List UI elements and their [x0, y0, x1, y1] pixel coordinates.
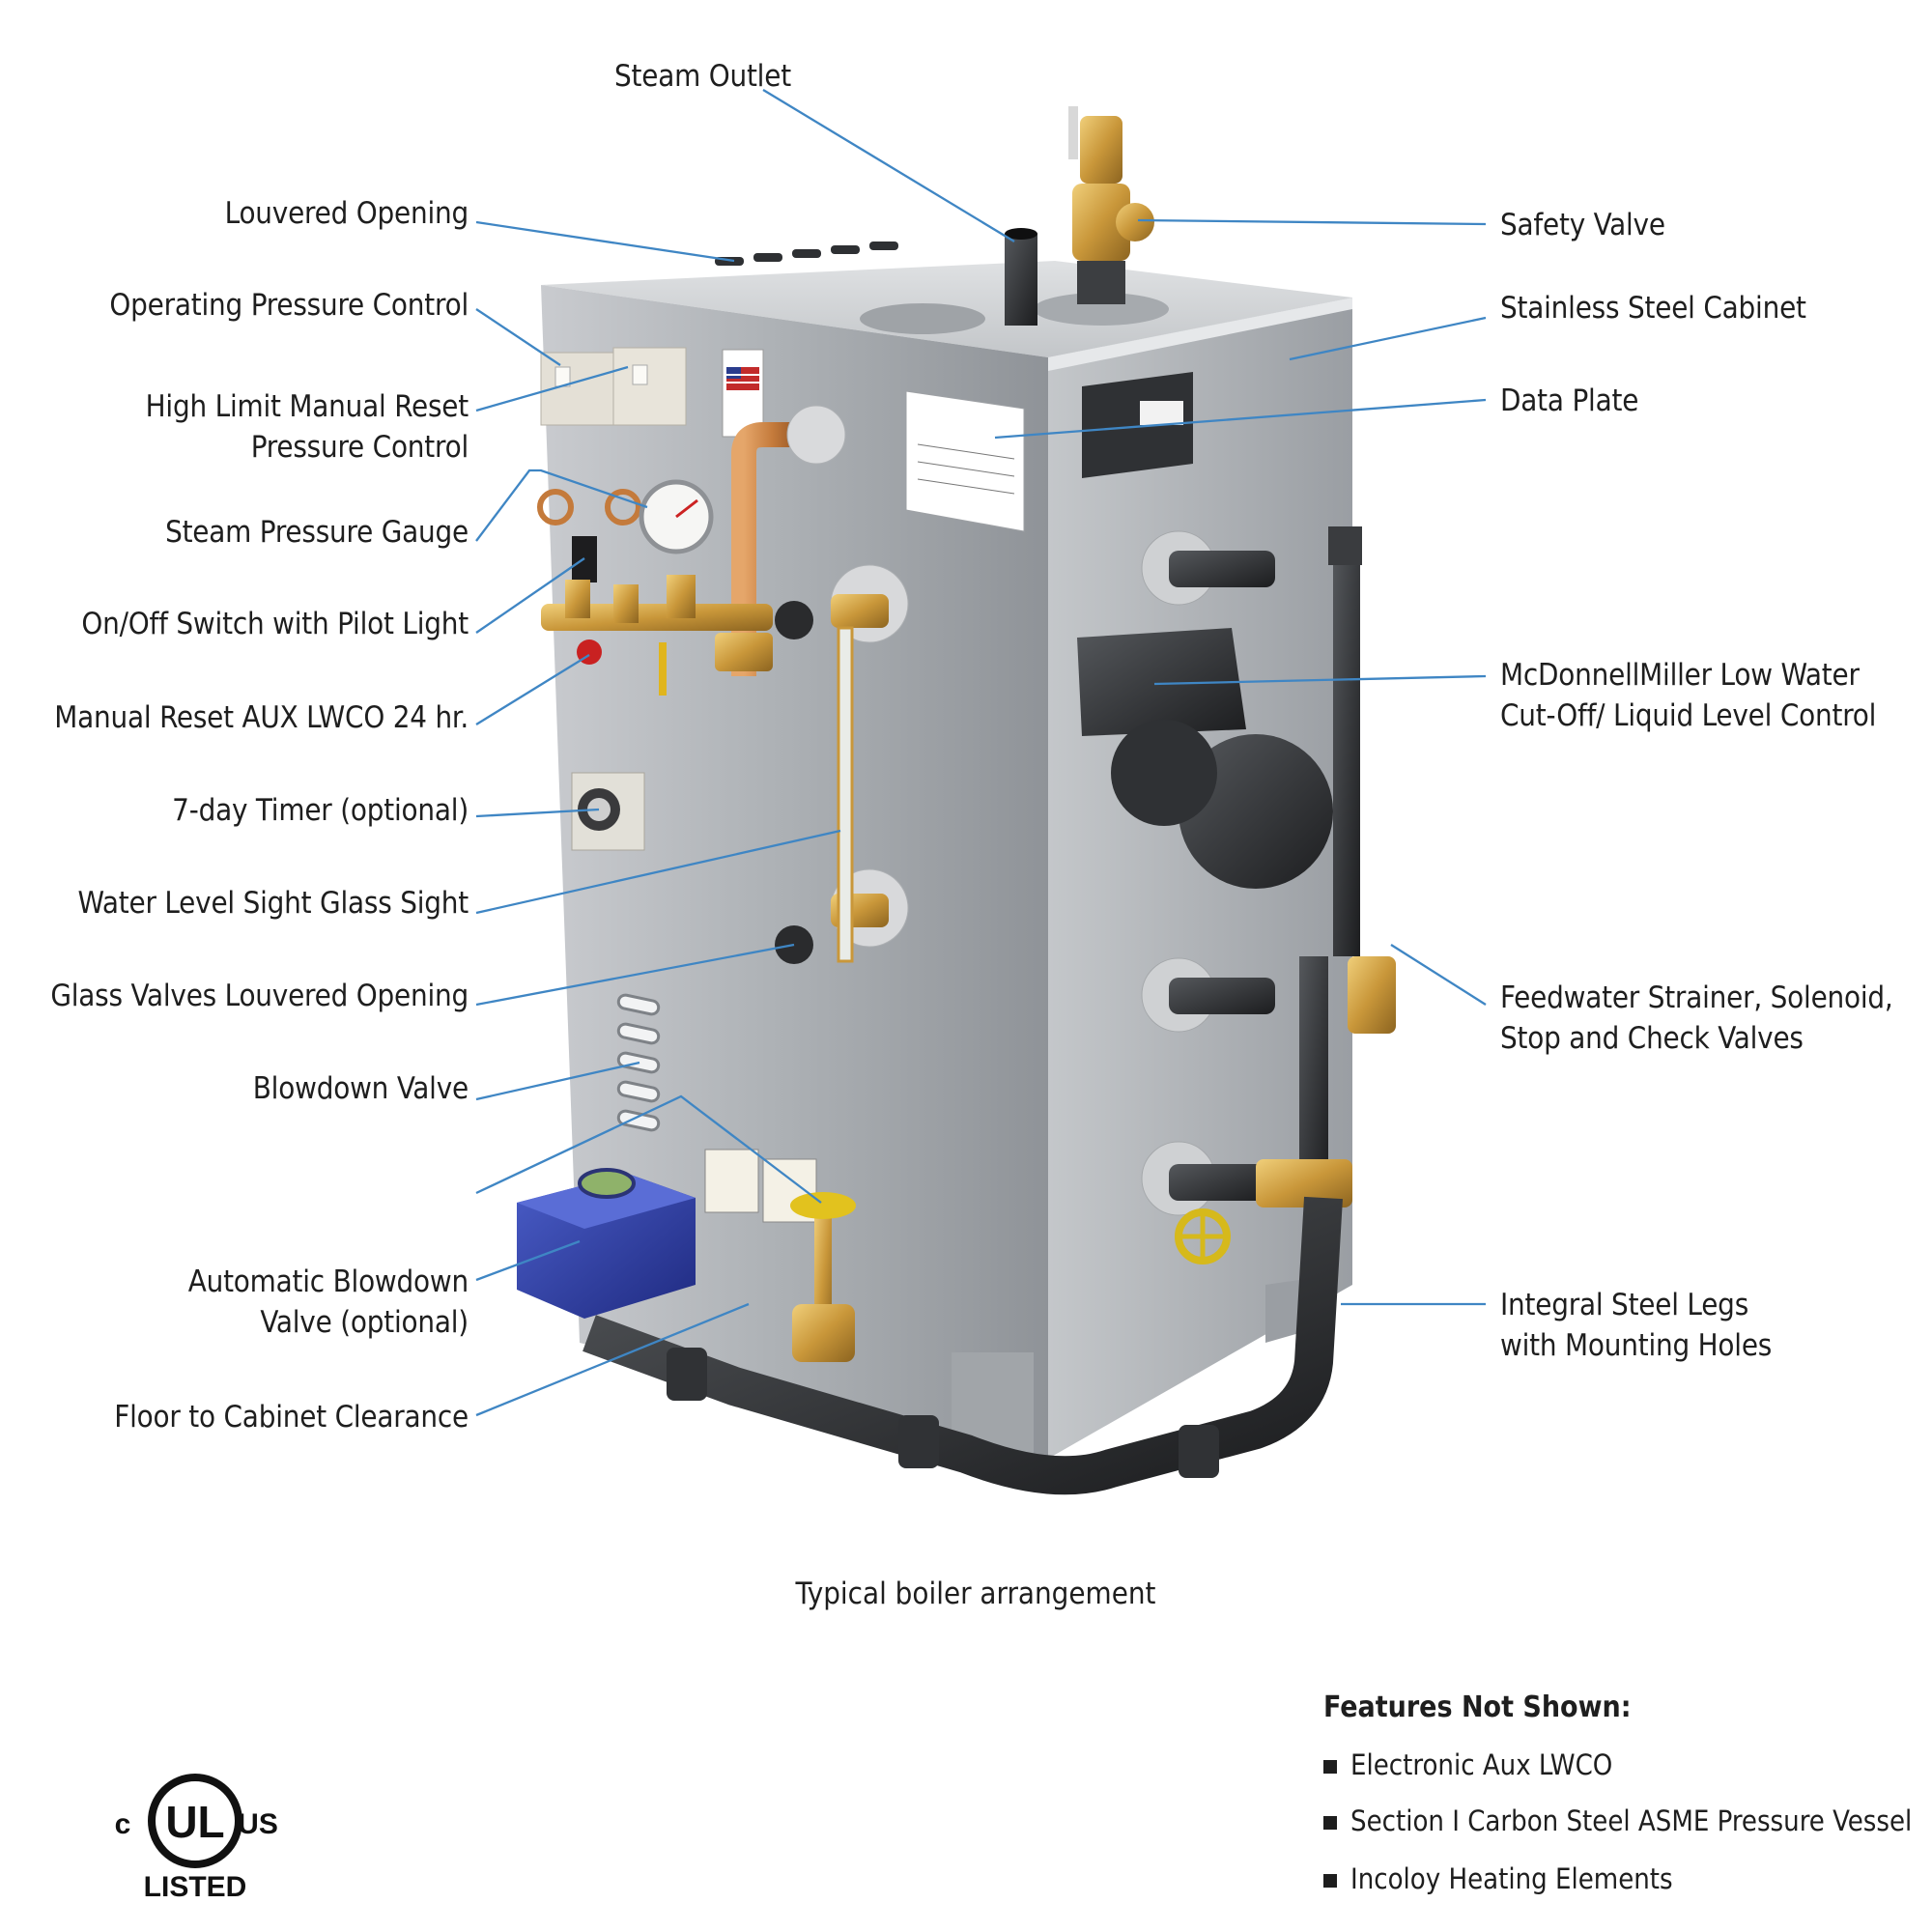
leader-safety-valve: [1137, 218, 1487, 226]
feature-item: Incoloy Heating Elements: [1323, 1862, 1673, 1895]
label-safety-valve: Safety Valve: [1500, 208, 1665, 242]
data-plate: [905, 390, 1025, 532]
bullet-square-icon: [1323, 1874, 1337, 1888]
leader-feedwater-strainer: [1390, 944, 1487, 1006]
bullet-square-icon: [1323, 1816, 1337, 1830]
leader-blowdown-valve: [475, 1061, 640, 1101]
feature-item: Section I Carbon Steel ASME Pressure Ves…: [1323, 1804, 1912, 1837]
label-blowdown-valve: Blowdown Valve: [252, 1071, 469, 1106]
label-operating-pressure-control: Operating Pressure Control: [109, 288, 469, 323]
front-louvers: [616, 993, 661, 1132]
leader-high-limit-control: [475, 365, 629, 412]
blowdown-piping: [582, 1196, 1343, 1495]
automatic-blowdown-actuator: [517, 1168, 696, 1319]
label-steam-pressure-gauge: Steam Pressure Gauge: [165, 515, 469, 550]
brass-manifold: [541, 575, 773, 671]
manual-blowdown-valve: [790, 1192, 856, 1362]
label-stainless-cabinet: Stainless Steel Cabinet: [1500, 291, 1806, 326]
ul-mark-letters: UL: [165, 1797, 224, 1847]
label-manual-reset-aux-lwco: Manual Reset AUX LWCO 24 hr.: [54, 700, 469, 735]
leader-automatic-blowdown-to-valve: [475, 1094, 822, 1204]
ul-listed-mark: UL c US LISTED: [115, 1774, 278, 1903]
leader-stainless-cabinet: [1289, 316, 1487, 361]
leader-mcdonnell-miller: [1153, 674, 1487, 686]
leader-water-level-sight-glass: [475, 829, 841, 915]
label-seven-day-timer: 7-day Timer (optional): [172, 793, 469, 828]
leader-operating-pressure-control: [475, 308, 561, 366]
label-data-plate: Data Plate: [1500, 384, 1639, 418]
label-onoff-switch: On/Off Switch with Pilot Light: [81, 607, 469, 641]
leader-floor-clearance: [475, 1302, 750, 1417]
feature-item: Electronic Aux LWCO: [1323, 1748, 1612, 1781]
ul-suffix: US: [238, 1808, 278, 1840]
pressure-controls: [540, 347, 687, 426]
label-louvered-opening-top: Louvered Opening: [224, 196, 469, 231]
leader-louvered-opening-top: [475, 220, 735, 263]
label-floor-clearance: Floor to Cabinet Clearance: [114, 1400, 469, 1435]
features-title: Features Not Shown:: [1323, 1690, 1632, 1724]
label-steam-outlet: Steam Outlet: [614, 59, 791, 94]
usa-flag-label: [722, 349, 764, 438]
steam-outlet-pipe: [1005, 234, 1037, 326]
ul-status: LISTED: [144, 1871, 247, 1903]
leader-onoff-switch: [475, 557, 585, 634]
leader-automatic-blowdown-valve: [475, 1239, 581, 1282]
side-connections: [1141, 530, 1275, 1216]
leader-steam-outlet: [762, 89, 1015, 242]
leader-data-plate: [994, 398, 1487, 440]
bullet-square-icon: [1323, 1760, 1337, 1774]
label-glass-valves-louvered: Glass Valves Louvered Opening: [50, 979, 469, 1013]
top-louvers: [715, 242, 898, 266]
label-feedwater-strainer: Feedwater Strainer, Solenoid,Stop and Ch…: [1500, 980, 1893, 1056]
ul-prefix: c: [115, 1808, 131, 1840]
steam-pressure-gauge: [639, 479, 714, 554]
diagram-caption: Typical boiler arrangement: [795, 1577, 1156, 1611]
safety-valve: [1068, 106, 1154, 304]
leader-seven-day-timer: [475, 808, 600, 818]
feedwater-assembly: [1175, 956, 1396, 1264]
low-water-cutoff: [1077, 526, 1362, 956]
leader-manual-reset-aux-lwco: [475, 654, 590, 725]
label-water-level-sight-glass: Water Level Sight Glass Sight: [77, 886, 469, 921]
leader-steam-pressure-gauge: [475, 469, 648, 542]
leader-glass-valves-louvered: [475, 943, 795, 1007]
